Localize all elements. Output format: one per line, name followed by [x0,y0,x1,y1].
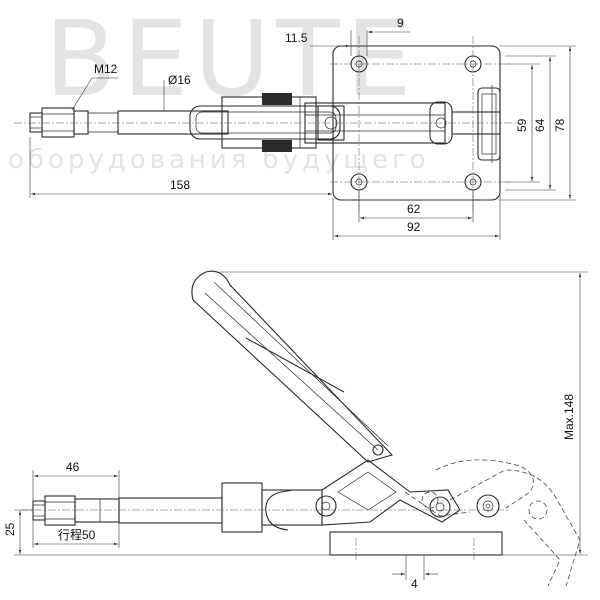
dim-base-width: 92 [407,220,421,234]
dim-hole-size: 9 [397,16,404,30]
dim-shaft-diameter: Ø16 [168,73,191,87]
dim-max-height: Max.148 [562,394,576,440]
dim-base-height: 78 [553,118,567,132]
dim-spindle-height: 25 [3,522,17,536]
lever-body [321,459,461,526]
watermark-brand: BEUTE [45,0,417,120]
dim-stroke: 行程50 [58,527,96,542]
dim-hole-spacing-y: 59 [515,118,529,132]
guide-housing-top [189,93,341,152]
dim-hole-spacing-x: 62 [407,202,421,216]
spring-clip [265,489,294,531]
dim-thread: M12 [94,62,118,76]
dim-hole-offset: 11.5 [285,31,308,45]
open-position-outline [404,459,581,587]
threaded-end-side [32,495,120,526]
dim-base-inner-height: 64 [533,118,547,132]
side-view: 46 行程50 25 Max.148 4 [3,270,588,591]
threaded-end-top [29,107,118,138]
watermark-tagline: оборудования будущего [8,145,430,175]
plunger-shaft-side [118,497,223,524]
dim-base-thickness: 4 [411,577,418,591]
pivots [315,444,500,518]
plunger-shaft-top [117,110,229,135]
dim-thread-length: 46 [66,460,80,474]
dim-total-length: 158 [170,178,190,192]
guide-housing-side [221,482,263,533]
top-view: M12 Ø16 158 11.5 9 62 92 [14,16,576,240]
handle [191,270,394,463]
